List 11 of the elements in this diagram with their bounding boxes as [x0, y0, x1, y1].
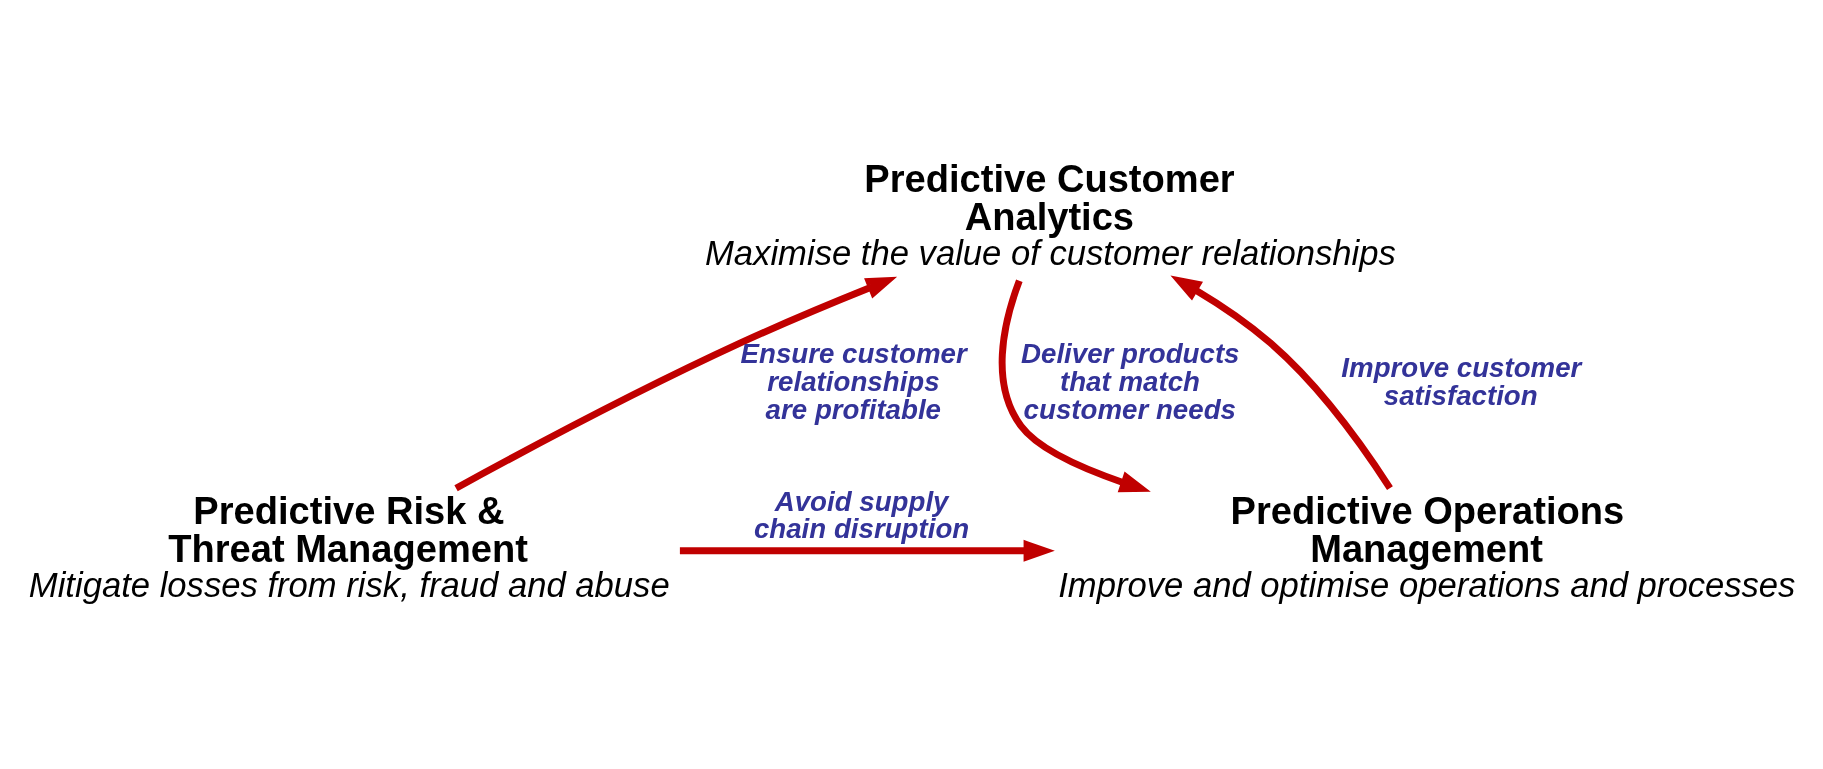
node-text: Predictive Operations Management Improve and optimise operations and processes: [1058, 490, 1796, 605]
edge-label: Ensure customer relationships are profitable: [740, 338, 967, 425]
arrow: [454, 276, 898, 492]
edge-label: Improve customer satisfaction: [1341, 352, 1582, 411]
edge-label: Avoid supply chain disruption: [753, 485, 970, 545]
node-text: Predictive Customer Analytics Maximise the value of customer relationships: [705, 157, 1396, 273]
arrow: [1170, 275, 1393, 491]
edge-label: Deliver products that match customer needs: [1021, 338, 1240, 425]
node-text: Predictive Risk & Threat Management Mitigate losses from risk, fraud and abuse: [28, 490, 670, 605]
arrow: [998, 279, 1151, 493]
arrow: [679, 539, 1055, 562]
